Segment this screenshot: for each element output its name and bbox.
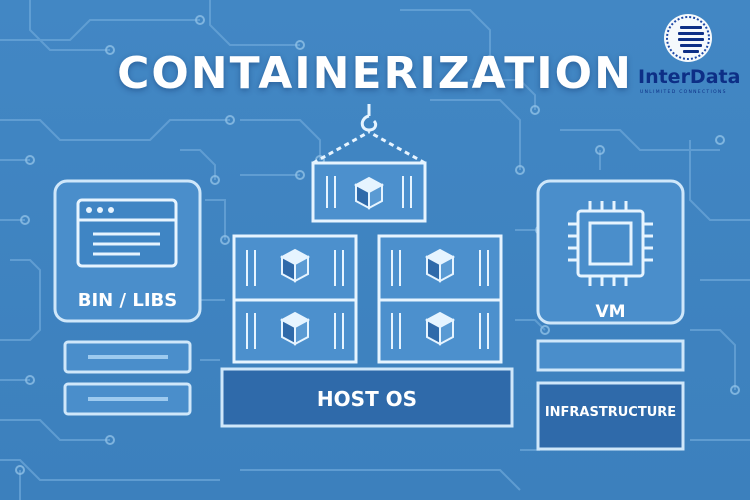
lifted-container — [311, 161, 427, 223]
app-window-icon — [76, 198, 178, 268]
container-stack-left — [232, 234, 358, 364]
host-os-label: HOST OS — [316, 387, 418, 411]
vm-panel — [536, 179, 685, 325]
container-stack-right — [377, 234, 503, 364]
cube-icon — [279, 311, 311, 346]
cube-icon — [424, 311, 456, 346]
infrastructure-label: INFRASTRUCTURE — [544, 405, 677, 420]
crane-hook-icon — [312, 104, 426, 165]
host-os-bar — [220, 367, 514, 428]
right-layer-bar — [536, 339, 685, 372]
interdata-logo-tagline: UNLIMITED CONNECTIONS — [640, 90, 727, 95]
cube-icon — [424, 248, 456, 283]
cube-icon — [353, 176, 385, 210]
cube-icon — [279, 248, 311, 283]
interdata-logo-name: InterData — [638, 66, 741, 88]
vm-label: VM — [595, 302, 626, 322]
infrastructure-bar — [536, 381, 685, 451]
bin-libs-label: BIN / LIBS — [77, 290, 178, 311]
page-title: CONTAINERIZATION — [117, 48, 633, 99]
interdata-globe-icon — [664, 14, 712, 62]
cpu-chip-icon — [568, 201, 653, 286]
